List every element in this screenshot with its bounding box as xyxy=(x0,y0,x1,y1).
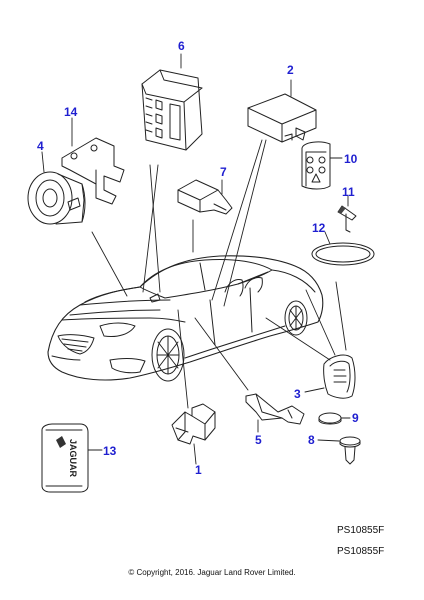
callout-14: 14 xyxy=(64,105,78,119)
callout-6: 6 xyxy=(178,39,185,53)
callout-12: 12 xyxy=(312,221,326,235)
part-6-illustration xyxy=(141,53,203,151)
callout-10: 10 xyxy=(344,152,358,166)
callout-numbers: 1 2 3 4 5 6 7 8 9 10 11 12 13 14 xyxy=(37,39,359,477)
leader-lines xyxy=(91,139,347,409)
callout-8: 8 xyxy=(308,433,315,447)
part-3-illustration xyxy=(304,354,356,399)
part-5-illustration xyxy=(245,393,305,433)
part-12-illustration xyxy=(311,231,375,266)
part-7-illustration xyxy=(177,179,233,215)
callout-9: 9 xyxy=(352,411,359,425)
callout-2: 2 xyxy=(287,63,294,77)
callout-7: 7 xyxy=(220,165,227,179)
part-1-illustration xyxy=(171,403,216,465)
car-illustration xyxy=(47,255,324,382)
callout-1: 1 xyxy=(195,463,202,477)
callout-4: 4 xyxy=(37,139,44,153)
copyright-notice: © Copyright, 2016. Jaguar Land Rover Lim… xyxy=(128,568,296,577)
key-fob-label: JAGUAR xyxy=(68,439,78,478)
part-9-illustration xyxy=(318,412,351,425)
callout-11: 11 xyxy=(342,185,355,199)
reference-code: PS10855F xyxy=(337,525,385,536)
corner-mark xyxy=(410,589,424,595)
part-14-illustration xyxy=(61,117,125,205)
part-10-illustration xyxy=(301,141,343,190)
part-8-illustration xyxy=(317,436,361,465)
part-11-illustration xyxy=(337,195,357,233)
callout-13: 13 xyxy=(103,444,117,458)
reference-code-secondary: PS10855F xyxy=(337,546,385,557)
callout-3: 3 xyxy=(294,387,301,401)
callout-5: 5 xyxy=(255,433,262,447)
part-4-illustration xyxy=(27,151,86,225)
key-blade-tip xyxy=(338,206,346,214)
part-2-illustration xyxy=(247,79,317,143)
part-13-illustration xyxy=(41,423,103,493)
jaguar-leaper-icon xyxy=(56,436,66,448)
